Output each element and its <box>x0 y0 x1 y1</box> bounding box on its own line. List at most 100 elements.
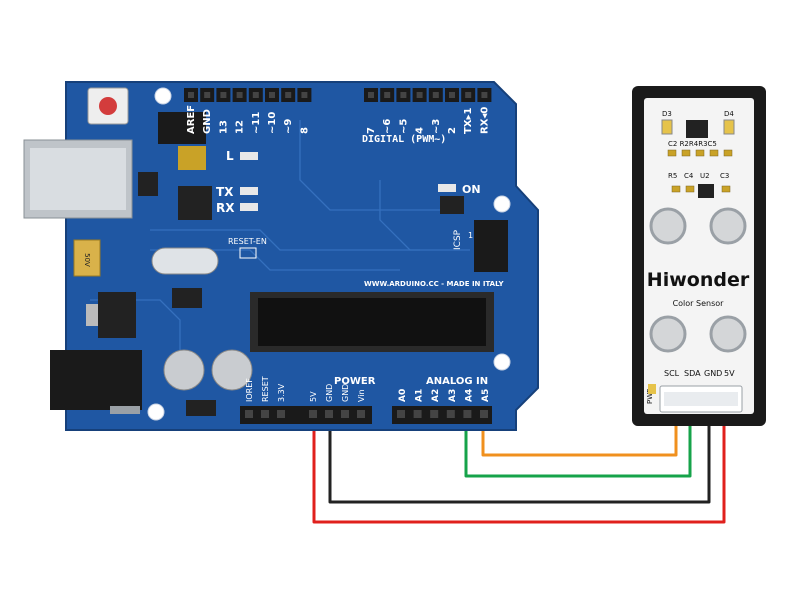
power-pin <box>357 410 365 418</box>
led-rx <box>240 203 258 211</box>
led-rx-label: RX <box>216 201 235 215</box>
sensor-component-label: D3 <box>662 110 672 118</box>
analog-pin-label: A2 <box>431 389 441 402</box>
power-pin-label: GND <box>341 384 350 402</box>
analog-pin <box>463 410 472 418</box>
digital-pin-label: ~11 <box>251 112 262 134</box>
reset-en-label: RESET-EN <box>228 237 267 246</box>
sensor-component-label: R5 <box>668 172 677 180</box>
icsp-header <box>474 220 508 272</box>
wire-sda <box>464 412 692 478</box>
analog-pin <box>397 410 405 418</box>
sensor-component-label: C4 <box>684 172 694 180</box>
mount-hole <box>147 403 165 421</box>
wire-scl <box>481 412 678 457</box>
wire-5v <box>312 412 726 524</box>
digital-pin-label: GND <box>202 109 213 134</box>
smd-capacitor <box>73 239 101 277</box>
digital-pin-label: 7 <box>366 127 377 134</box>
sensor-pin-label: GND <box>704 369 722 378</box>
digital-pin-label: ~3 <box>431 119 442 134</box>
lens <box>709 207 747 245</box>
capacitor <box>211 349 253 391</box>
arduino-uno-board: 50V ICSP 1 L TX RX ON RESET-EN WWW.ARDUI… <box>23 81 539 431</box>
analog-pin-label: A5 <box>481 389 491 402</box>
power-pin-label: Vin <box>357 389 366 402</box>
sensor-component-label: U2 <box>700 172 710 180</box>
small-chip <box>172 288 202 308</box>
power-header-label: POWER <box>334 376 376 387</box>
arduino-url: WWW.ARDUINO.CC - MADE IN ITALY <box>364 280 504 288</box>
reset-en-pad <box>239 247 257 259</box>
analog-pin-label: A1 <box>415 389 425 402</box>
digital-pin-label: ~5 <box>398 119 409 134</box>
power-pin <box>261 410 269 418</box>
icsp-label: ICSP <box>453 229 463 250</box>
led-pad <box>178 146 206 170</box>
analog-pin <box>446 410 455 418</box>
led-on-label: ON <box>462 183 481 196</box>
lens <box>709 315 747 353</box>
led-d4 <box>723 119 735 135</box>
led-l <box>240 152 258 160</box>
sensor-component-label: D4 <box>724 110 734 118</box>
analog-pin <box>413 410 422 418</box>
power-pin-label: RESET <box>261 376 270 402</box>
atmega-chip <box>258 298 486 346</box>
sensor-pwr-label: PWR <box>646 388 654 404</box>
digital-pin-label: 2 <box>447 127 458 134</box>
digital-pin-label: AREF <box>186 105 197 134</box>
led-tx-label: TX <box>216 185 234 199</box>
power-pin <box>341 410 349 418</box>
mount-hole <box>493 195 511 213</box>
power-pin <box>325 410 333 418</box>
pwr-led <box>648 384 656 394</box>
dc-power-jack <box>50 350 142 410</box>
analog-pin-label: A4 <box>464 389 474 402</box>
digital-pin-label: 4 <box>415 127 426 134</box>
sensor-pin-label: SCL <box>664 369 680 378</box>
analog-header-label: ANALOG IN <box>426 376 488 387</box>
digital-pin-label: 12 <box>235 120 246 134</box>
usb-chip <box>178 186 212 220</box>
digital-pin-label: TX▸1 <box>463 107 474 134</box>
sensor-component-label: C2 R2R4R3C5 <box>668 140 717 148</box>
capacitor <box>163 349 205 391</box>
digital-pin-label: RX◂0 <box>479 107 490 134</box>
sensor-component-label: C3 <box>720 172 729 180</box>
wire-gnd <box>328 412 711 504</box>
sensor-lenses <box>649 207 747 353</box>
sensor-smd-parts <box>667 149 733 193</box>
sensor-name: Color Sensor <box>673 299 725 308</box>
digital-pin-label: 13 <box>218 120 229 134</box>
sensor-brand: Hiwonder <box>647 269 750 291</box>
power-pin-label: 3.3V <box>277 383 286 402</box>
power-pin-label: IOREF <box>245 378 254 402</box>
digital-pin-label: 8 <box>299 127 310 134</box>
lens <box>649 315 687 353</box>
cap-label: 50V <box>83 253 91 267</box>
wires <box>312 412 726 524</box>
sensor-pin-label: 5V <box>724 369 735 378</box>
digital-header-label: DIGITAL (PWM~) <box>362 134 446 145</box>
led-d3 <box>661 119 673 135</box>
analog-pin <box>430 410 439 418</box>
icsp1-header <box>158 112 206 144</box>
sensor-chip <box>686 120 708 138</box>
led-l-label: L <box>226 149 234 163</box>
small-chip <box>186 400 216 416</box>
sensor-pin-label: SDA <box>684 369 701 378</box>
power-pin-label: 5V <box>309 391 318 402</box>
small-chip <box>138 172 158 196</box>
power-pin <box>277 410 285 418</box>
analog-pin <box>480 410 488 418</box>
analog-pin-label: A0 <box>398 389 408 402</box>
u2-chip <box>698 184 714 198</box>
